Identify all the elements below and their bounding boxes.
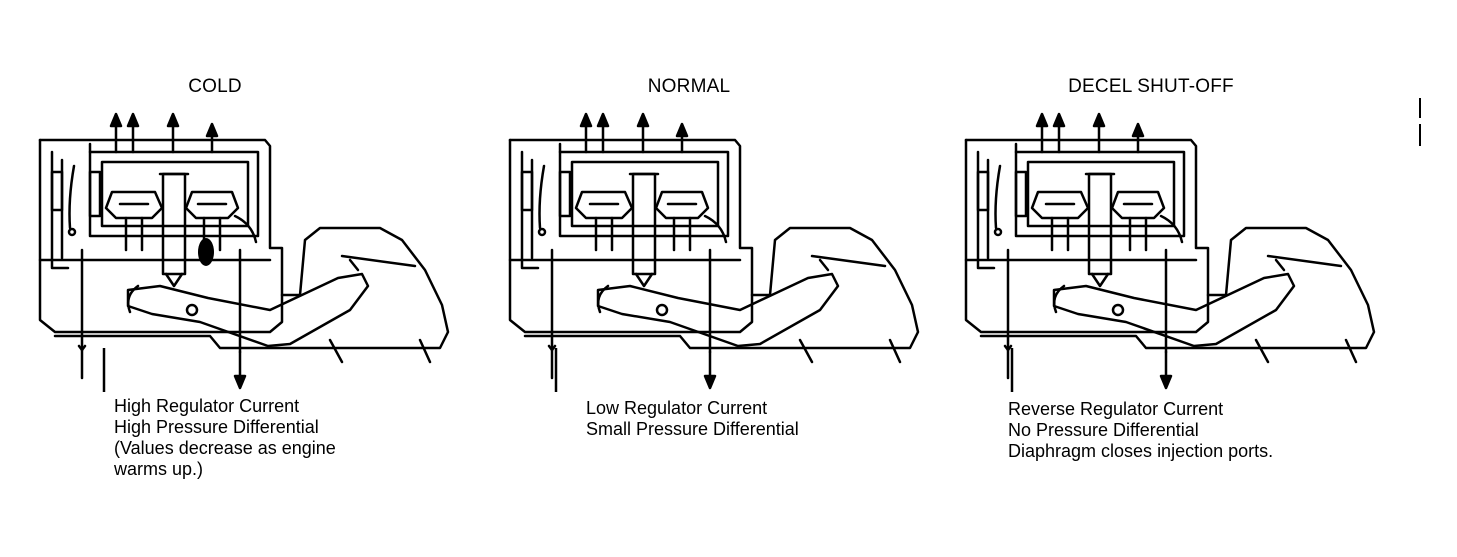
panel-caption: High Regulator Current High Pressure Dif…	[114, 396, 336, 480]
caption-line: No Pressure Differential	[1008, 420, 1199, 440]
regulator-shading	[198, 238, 214, 266]
panel-caption: Reverse Regulator Current No Pressure Di…	[1008, 399, 1273, 462]
edge-mark	[1419, 98, 1421, 118]
panel-cold: COLD High Regulator Current High Pressur…	[0, 0, 470, 557]
caption-line: warms up.)	[114, 459, 204, 479]
fuel-distributor-diagram	[38, 112, 450, 392]
panel-title: DECEL SHUT-OFF	[1068, 76, 1234, 97]
caption-line: (Values decrease as engine	[114, 438, 336, 458]
panel-decel-shut-off: DECEL SHUT-OFF Reverse Regulator Current…	[946, 0, 1416, 557]
panel-caption: Low Regulator Current Small Pressure Dif…	[586, 398, 799, 440]
edge-mark	[1419, 124, 1421, 146]
fuel-distributor-diagram	[508, 112, 920, 392]
caption-line: High Pressure Differential	[114, 417, 319, 437]
caption-line: High Regulator Current	[114, 396, 300, 416]
caption-line: Reverse Regulator Current	[1008, 399, 1224, 419]
panel-title: COLD	[188, 76, 242, 97]
panel-title: NORMAL	[647, 76, 731, 97]
caption-line: Small Pressure Differential	[586, 419, 799, 439]
panel-normal: NORMAL Low Regulator Current Small Press…	[474, 0, 944, 557]
caption-line: Diaphragm closes injection ports.	[1008, 441, 1274, 461]
fuel-distributor-diagram	[964, 112, 1376, 392]
caption-line: Low Regulator Current	[586, 398, 768, 418]
